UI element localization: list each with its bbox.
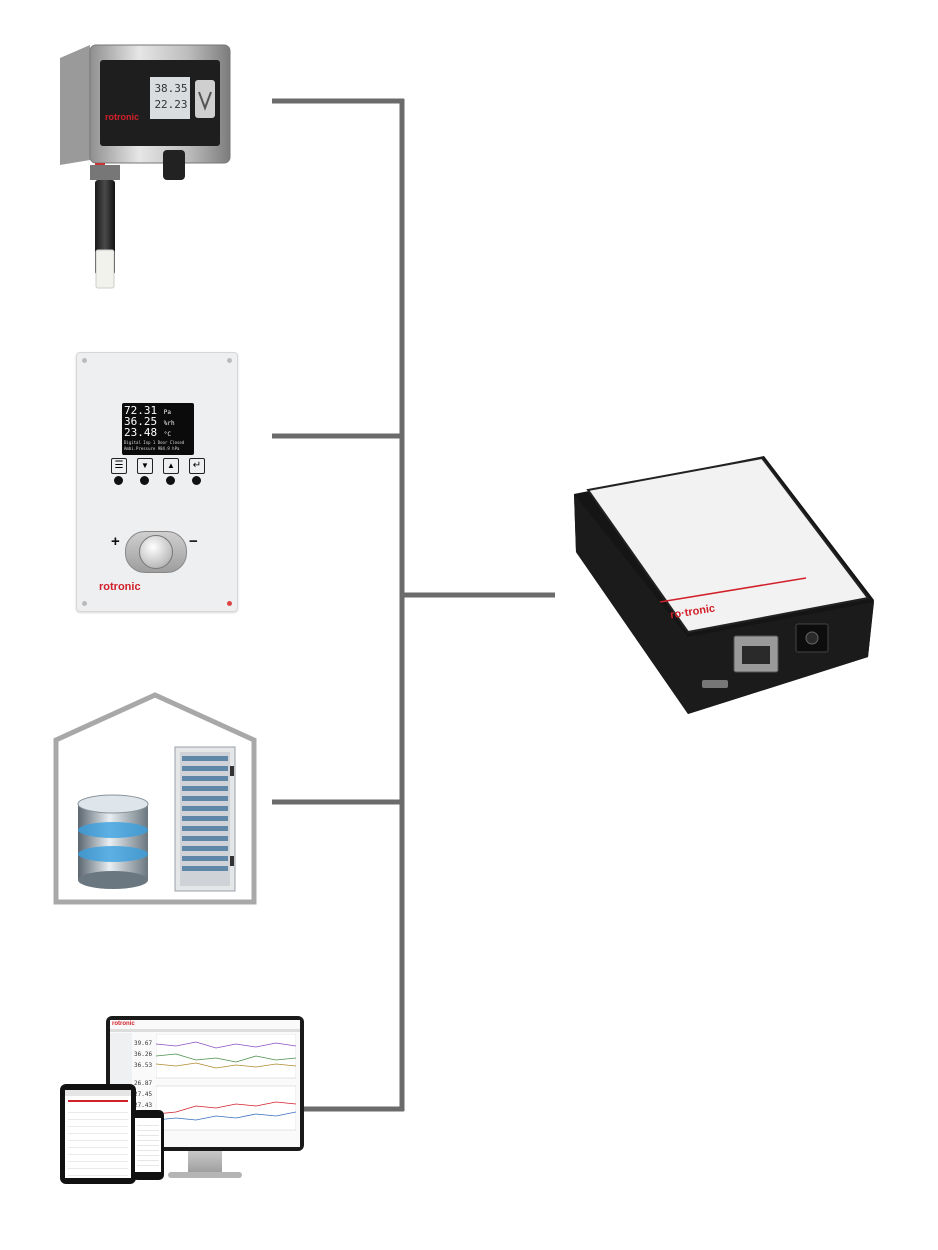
house-outline-icon <box>53 692 257 905</box>
panel-reading-row: 72.31 Pa <box>124 405 192 418</box>
panel-reading-value: 36.25 <box>124 415 158 428</box>
menu-icon[interactable]: ☰ <box>111 458 127 474</box>
room-panel: 72.31 Pa 36.25 %rh 23.48 °C Digital Inp … <box>76 352 238 612</box>
plus-label: + <box>111 533 120 550</box>
phone-list <box>137 1121 159 1169</box>
transmitter-brand: rotronic <box>105 112 140 122</box>
panel-display: 72.31 Pa 36.25 %rh 23.48 °C Digital Inp … <box>122 403 194 455</box>
tablet-accent <box>68 1100 128 1102</box>
screw-icon <box>82 601 87 606</box>
panel-reading-value: 72.31 <box>124 404 158 417</box>
database-icon <box>77 794 149 889</box>
panel-reading-unit: %rh <box>163 420 175 427</box>
humidity-transmitter: rotronic 38.35 22.23 <box>55 40 245 290</box>
panel-reading-row: 23.48 °C <box>124 427 192 440</box>
screw-icon <box>227 358 232 363</box>
panel-brand: rotronic <box>99 581 141 593</box>
monitor-value: 26.87 <box>134 1080 153 1087</box>
up-button[interactable] <box>166 476 175 485</box>
monitor-brand: rotronic <box>112 1021 135 1027</box>
down-button[interactable] <box>140 476 149 485</box>
desktop-monitor: rotronic 39.67 36.26 36.53 26.87 27.45 2… <box>106 1016 304 1151</box>
tablet-screen <box>65 1090 131 1178</box>
tablet-header <box>65 1090 131 1096</box>
monitor-value: 36.53 <box>134 1062 153 1069</box>
menu-button[interactable] <box>114 476 123 485</box>
monitor-toolbar <box>110 1029 300 1032</box>
panel-reading-value: 23.48 <box>124 426 158 439</box>
transmitter-reading-2: 22.23 <box>154 98 188 111</box>
enter-icon[interactable]: ↵ <box>189 458 205 474</box>
setpoint-knob[interactable] <box>139 535 173 569</box>
phone-screen <box>135 1118 161 1172</box>
lan-gateway-device: ro·tronic <box>568 452 878 722</box>
screw-icon <box>82 358 87 363</box>
panel-reading-row: 36.25 %rh <box>124 416 192 429</box>
monitor-trend-chart <box>156 1034 296 1131</box>
server-rack-icon <box>174 746 236 892</box>
panel-reading-unit: Pa <box>163 409 171 416</box>
panel-status-line: Digital Inp 1 Door Closed <box>124 440 185 445</box>
status-led-icon <box>227 601 232 606</box>
monitor-value: 36.26 <box>134 1051 153 1058</box>
tablet-device <box>60 1084 136 1184</box>
monitor-stand <box>188 1151 222 1175</box>
minus-label: − <box>189 533 198 550</box>
transmitter-reading-1: 38.35 <box>154 82 188 95</box>
monitor-value: 27.45 <box>134 1091 153 1098</box>
phone-device <box>132 1110 164 1180</box>
monitor-value: 27.43 <box>134 1102 153 1109</box>
monitor-base <box>168 1172 242 1178</box>
panel-reading-unit: °C <box>163 431 171 438</box>
down-arrow-icon[interactable]: ▼ <box>137 458 153 474</box>
monitor-value: 39.67 <box>134 1040 153 1047</box>
enter-button[interactable] <box>192 476 201 485</box>
up-arrow-icon[interactable]: ▲ <box>163 458 179 474</box>
monitor-value-list: 39.67 36.26 36.53 26.87 27.45 27.43 <box>134 1038 152 1111</box>
tablet-table <box>68 1106 128 1176</box>
on-premise-building <box>52 692 258 906</box>
software-devices: rotronic 39.67 36.26 36.53 26.87 27.45 2… <box>56 1014 306 1189</box>
panel-status-line: Ambi.Pressure 984.9 hPa <box>124 446 180 451</box>
